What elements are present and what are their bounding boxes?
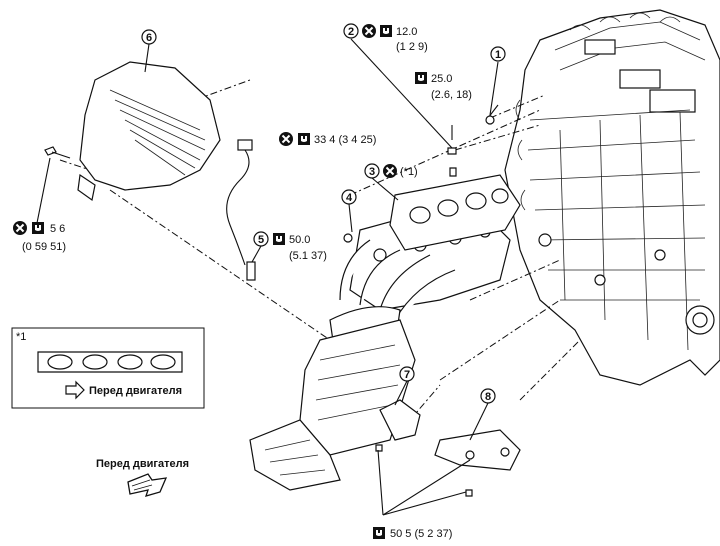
callout-3: 3 — [364, 163, 380, 179]
torque-wrench-icon — [32, 222, 44, 234]
torque-6-value: 5 6 — [50, 223, 65, 235]
no-reuse-icon — [278, 131, 294, 147]
torque-spec-bottom: 50 5 (5 2 37) — [373, 527, 452, 540]
torque-wrench-icon — [373, 527, 385, 539]
callout-1: 1 — [490, 46, 506, 62]
torque-spec-3: (*1) — [382, 163, 418, 179]
torque-bottom-value: 50 5 (5 2 37) — [390, 528, 452, 540]
torque-spec-6: 5 6 (0 59 51) — [12, 220, 66, 253]
no-reuse-icon — [361, 23, 377, 39]
inset-caption: Перед двигателя — [89, 385, 182, 397]
callout-8: 8 — [480, 388, 496, 404]
callout-7: 7 — [399, 366, 415, 382]
callout-2: 2 — [343, 23, 359, 39]
no-reuse-icon — [382, 163, 398, 179]
callout-7-number: 7 — [404, 369, 410, 381]
torque-spec-4: 33 4 (3 4 25) — [278, 131, 376, 147]
torque-spec-1: 25.0 (2.6, 18) — [415, 72, 472, 101]
callout-6: 6 — [141, 29, 157, 45]
oxygen-sensor — [226, 139, 256, 281]
inset-mark: *1 — [16, 331, 26, 343]
callout-1-number: 1 — [495, 49, 501, 61]
gasket-inset: *1 Перед двигателя — [11, 327, 205, 409]
torque-wrench-icon — [380, 25, 392, 37]
front-direction: Перед двигателя — [96, 458, 189, 497]
torque-wrench-icon — [415, 72, 427, 84]
callout-2-number: 2 — [348, 26, 354, 38]
torque-1-value: 25.0 — [431, 73, 452, 85]
direction-arrow-icon — [65, 380, 85, 400]
torque-wrench-icon — [273, 233, 285, 245]
bolts — [44, 104, 499, 497]
torque-3-note: (*1) — [400, 166, 418, 178]
torque-5-value: 50.0 — [289, 234, 310, 246]
torque-6-sub: (0 59 51) — [22, 241, 66, 253]
no-reuse-icon — [12, 220, 28, 236]
torque-spec-5: 50.0 (5.1 37) — [273, 233, 327, 262]
torque-4-value: 33 4 (3 4 25) — [314, 134, 376, 146]
engine-block — [504, 9, 720, 386]
callout-3-number: 3 — [369, 166, 375, 178]
torque-wrench-icon — [298, 133, 310, 145]
callout-5-number: 5 — [258, 234, 264, 246]
torque-1-sub: (2.6, 18) — [431, 89, 472, 101]
callout-4: 4 — [341, 189, 357, 205]
brackets — [379, 399, 521, 471]
torque-5-sub: (5.1 37) — [289, 250, 327, 262]
torque-2-sub: (1 2 9) — [396, 41, 428, 53]
torque-2-value: 12.0 — [396, 26, 417, 38]
direction-arrow-icon — [127, 473, 168, 497]
callout-8-number: 8 — [485, 391, 491, 403]
callout-5: 5 — [253, 231, 269, 247]
front-label: Перед двигателя — [96, 458, 189, 470]
callout-4-number: 4 — [346, 192, 353, 204]
manifold-gasket — [389, 174, 521, 251]
torque-spec-2: 12.0 (1 2 9) — [361, 23, 428, 53]
callout-leaders — [35, 38, 499, 516]
callout-6-number: 6 — [146, 32, 152, 44]
heat-shield — [77, 61, 221, 202]
